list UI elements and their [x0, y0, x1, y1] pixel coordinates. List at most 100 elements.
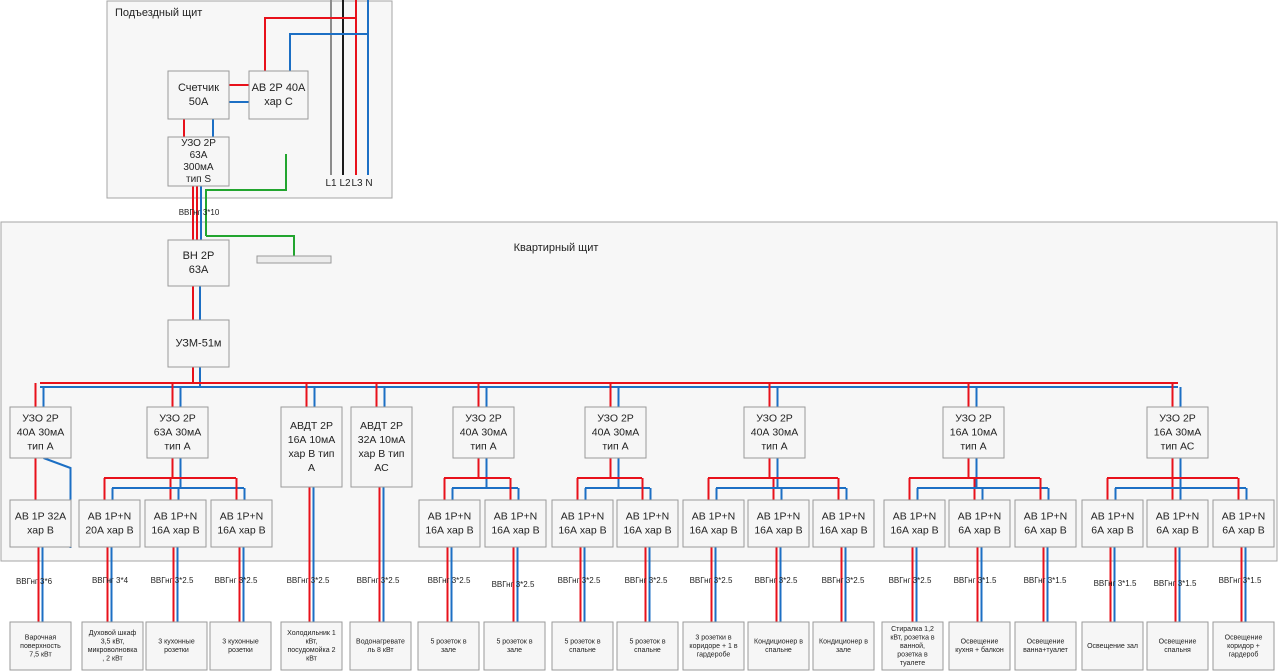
- group-7-breaker-2-line: 6А хар В: [1024, 524, 1067, 536]
- cable-label: ВВГнг 3*1.5: [1154, 579, 1197, 588]
- group-8-breaker-1-line: 6А хар В: [1156, 524, 1199, 536]
- group-2-load-0-line: посудомойка 2: [288, 646, 336, 654]
- group-0-rcd-box: [9, 406, 72, 459]
- group-8-breaker-2: [1212, 499, 1275, 548]
- group-7-load-0-line: ванной,: [900, 642, 925, 650]
- group-6-rcd-box-line: тип А: [761, 440, 787, 452]
- group-4-breaker-0-line: 16А хар В: [425, 524, 473, 536]
- group-3-rcd-box-line: АС: [374, 462, 389, 474]
- group-5-breaker-1: [616, 499, 679, 548]
- group-6-rcd-box-line: УЗО 2Р: [756, 412, 793, 424]
- group-8-load-2-line: Освещение: [1225, 634, 1263, 641]
- cable-label: ВВГнг 3*1.5: [1024, 576, 1067, 585]
- cable-label: ВВГнг 3*2.5: [690, 576, 733, 585]
- group-4-load-1-line: 5 розеток в: [496, 639, 532, 646]
- feeder-cable-label: ВВГнг 3*10: [179, 208, 220, 217]
- group-8-load-2-line: гардероб: [1229, 650, 1259, 658]
- cable-label: ВВГнг 3*2.5: [151, 576, 194, 585]
- group-8-load-2-line: коридор +: [1227, 643, 1260, 650]
- group-5-rcd-box-line: УЗО 2Р: [597, 412, 634, 424]
- group-3-rcd-box-line: 32А 10мА: [358, 434, 406, 446]
- group-1-breaker-0-line: 20А хар В: [85, 524, 133, 536]
- entry-breaker-box: [248, 70, 309, 120]
- voltage-relay-box-line: УЗМ-51м: [175, 337, 221, 349]
- group-5-rcd-box: [584, 406, 647, 459]
- meter-box-line: 50А: [189, 96, 209, 108]
- group-0-rcd-box-line: УЗО 2Р: [22, 412, 59, 424]
- cable-label: ВВГнг 3*2.5: [287, 576, 330, 585]
- group-8-load-0: [1081, 621, 1144, 671]
- main-switch-box-line: 63А: [189, 264, 209, 276]
- group-4-breaker-0: [418, 499, 481, 548]
- group-4-rcd-box-line: тип А: [470, 440, 496, 452]
- group-5-load-0-line: 5 розеток в: [564, 639, 600, 646]
- group-8-breaker-0: [1081, 499, 1144, 548]
- bus-label-l2: L2: [339, 178, 351, 189]
- group-7-breaker-2-line: АВ 1Р+N: [1024, 510, 1067, 522]
- group-1-rcd-box: [146, 406, 209, 459]
- cable-label: ВВГнг 3*6: [16, 577, 53, 586]
- group-6-breaker-2: [812, 499, 875, 548]
- group-4-breaker-0-line: АВ 1Р+N: [428, 510, 471, 522]
- group-5-load-1: [616, 621, 679, 671]
- entry-panel-title: Подъездный щит: [115, 7, 202, 19]
- group-7-breaker-1: [948, 499, 1011, 548]
- group-4-breaker-1-line: 16А хар В: [491, 524, 539, 536]
- group-4-load-0: [417, 621, 480, 671]
- cable-label: ВВГнг 3*2.5: [357, 576, 400, 585]
- group-8-breaker-0-line: АВ 1Р+N: [1091, 510, 1134, 522]
- group-7-rcd-box-line: тип А: [960, 440, 986, 452]
- bus-label-n: N: [365, 178, 372, 189]
- group-3-rcd-box-line: хар В тип: [358, 448, 404, 460]
- group-1-load-0-line: , 2 кВт: [102, 656, 123, 663]
- group-7-rcd-box: [942, 406, 1005, 459]
- group-0-load-0-line: 7,5 кВт: [29, 651, 52, 658]
- group-8-load-1-line: Освещение: [1159, 639, 1197, 646]
- group-7-breaker-1-line: АВ 1Р+N: [958, 510, 1001, 522]
- group-5-load-1-line: спальне: [634, 647, 661, 654]
- group-1-rcd-box-line: УЗО 2Р: [159, 412, 196, 424]
- group-6-breaker-1-line: 16А хар В: [754, 524, 802, 536]
- entry-rcd-box-line: УЗО 2Р: [181, 138, 216, 149]
- group-7-load-0-line: розетка в: [897, 651, 928, 658]
- bus-label-l3: L3: [351, 178, 363, 189]
- cable-label: ВВГнг 3*2.5: [558, 576, 601, 585]
- main-switch-box-line: ВН 2Р: [183, 250, 215, 262]
- group-0-rcd-box-line: тип А: [27, 440, 53, 452]
- group-2-load-0-line: кВт,: [306, 639, 318, 646]
- group-6-rcd-box-line: 40А 30мА: [751, 426, 799, 438]
- group-6-breaker-2-line: АВ 1Р+N: [822, 510, 865, 522]
- group-1-breaker-1-line: АВ 1Р+N: [154, 510, 197, 522]
- group-6-load-1: [747, 621, 810, 671]
- group-7-load-1: [948, 621, 1011, 671]
- cable-label: ВВГнг 3*2.5: [492, 580, 535, 589]
- group-8-load-1: [1146, 621, 1209, 671]
- group-7-breaker-0-line: 16А хар В: [890, 524, 938, 536]
- group-8-load-2: [1212, 621, 1275, 671]
- group-7-load-2-line: Освещение: [1027, 639, 1065, 646]
- group-3-rcd-box: [350, 406, 413, 488]
- group-8-rcd-box-line: УЗО 2Р: [1159, 412, 1196, 424]
- group-1-load-2: [209, 621, 272, 671]
- group-7-breaker-1-line: 6А хар В: [958, 524, 1001, 536]
- group-6-breaker-0-line: 16А хар В: [689, 524, 737, 536]
- group-1-load-0: [81, 621, 144, 671]
- group-2-load-0-line: Холодильник 1: [287, 630, 336, 637]
- entry-breaker-box-line: хар С: [264, 96, 293, 108]
- group-7-breaker-0: [883, 499, 946, 548]
- group-1-rcd-box-line: тип А: [164, 440, 190, 452]
- group-4-rcd-box-line: 40А 30мА: [460, 426, 508, 438]
- bus-label-l1: L1: [325, 178, 337, 189]
- group-1-load-1: [145, 621, 208, 671]
- group-1-load-2-line: розетки: [228, 647, 253, 654]
- group-0-rcd-box-line: 40А 30мА: [17, 426, 65, 438]
- group-4-load-1: [483, 621, 546, 671]
- group-7-breaker-0-line: АВ 1Р+N: [893, 510, 936, 522]
- group-7-rcd-box-line: 16А 10мА: [950, 426, 998, 438]
- group-1-load-0-line: 3,5 кВт,: [101, 639, 125, 646]
- apartment-panel-title: Квартирный щит: [514, 242, 599, 254]
- group-6-load-2-line: Кондиционер в: [819, 639, 868, 646]
- group-7-rcd-box-line: УЗО 2Р: [955, 412, 992, 424]
- cable-label: ВВГнг 3*4: [92, 576, 129, 585]
- group-1-load-2-line: 3 кухонные: [222, 639, 259, 646]
